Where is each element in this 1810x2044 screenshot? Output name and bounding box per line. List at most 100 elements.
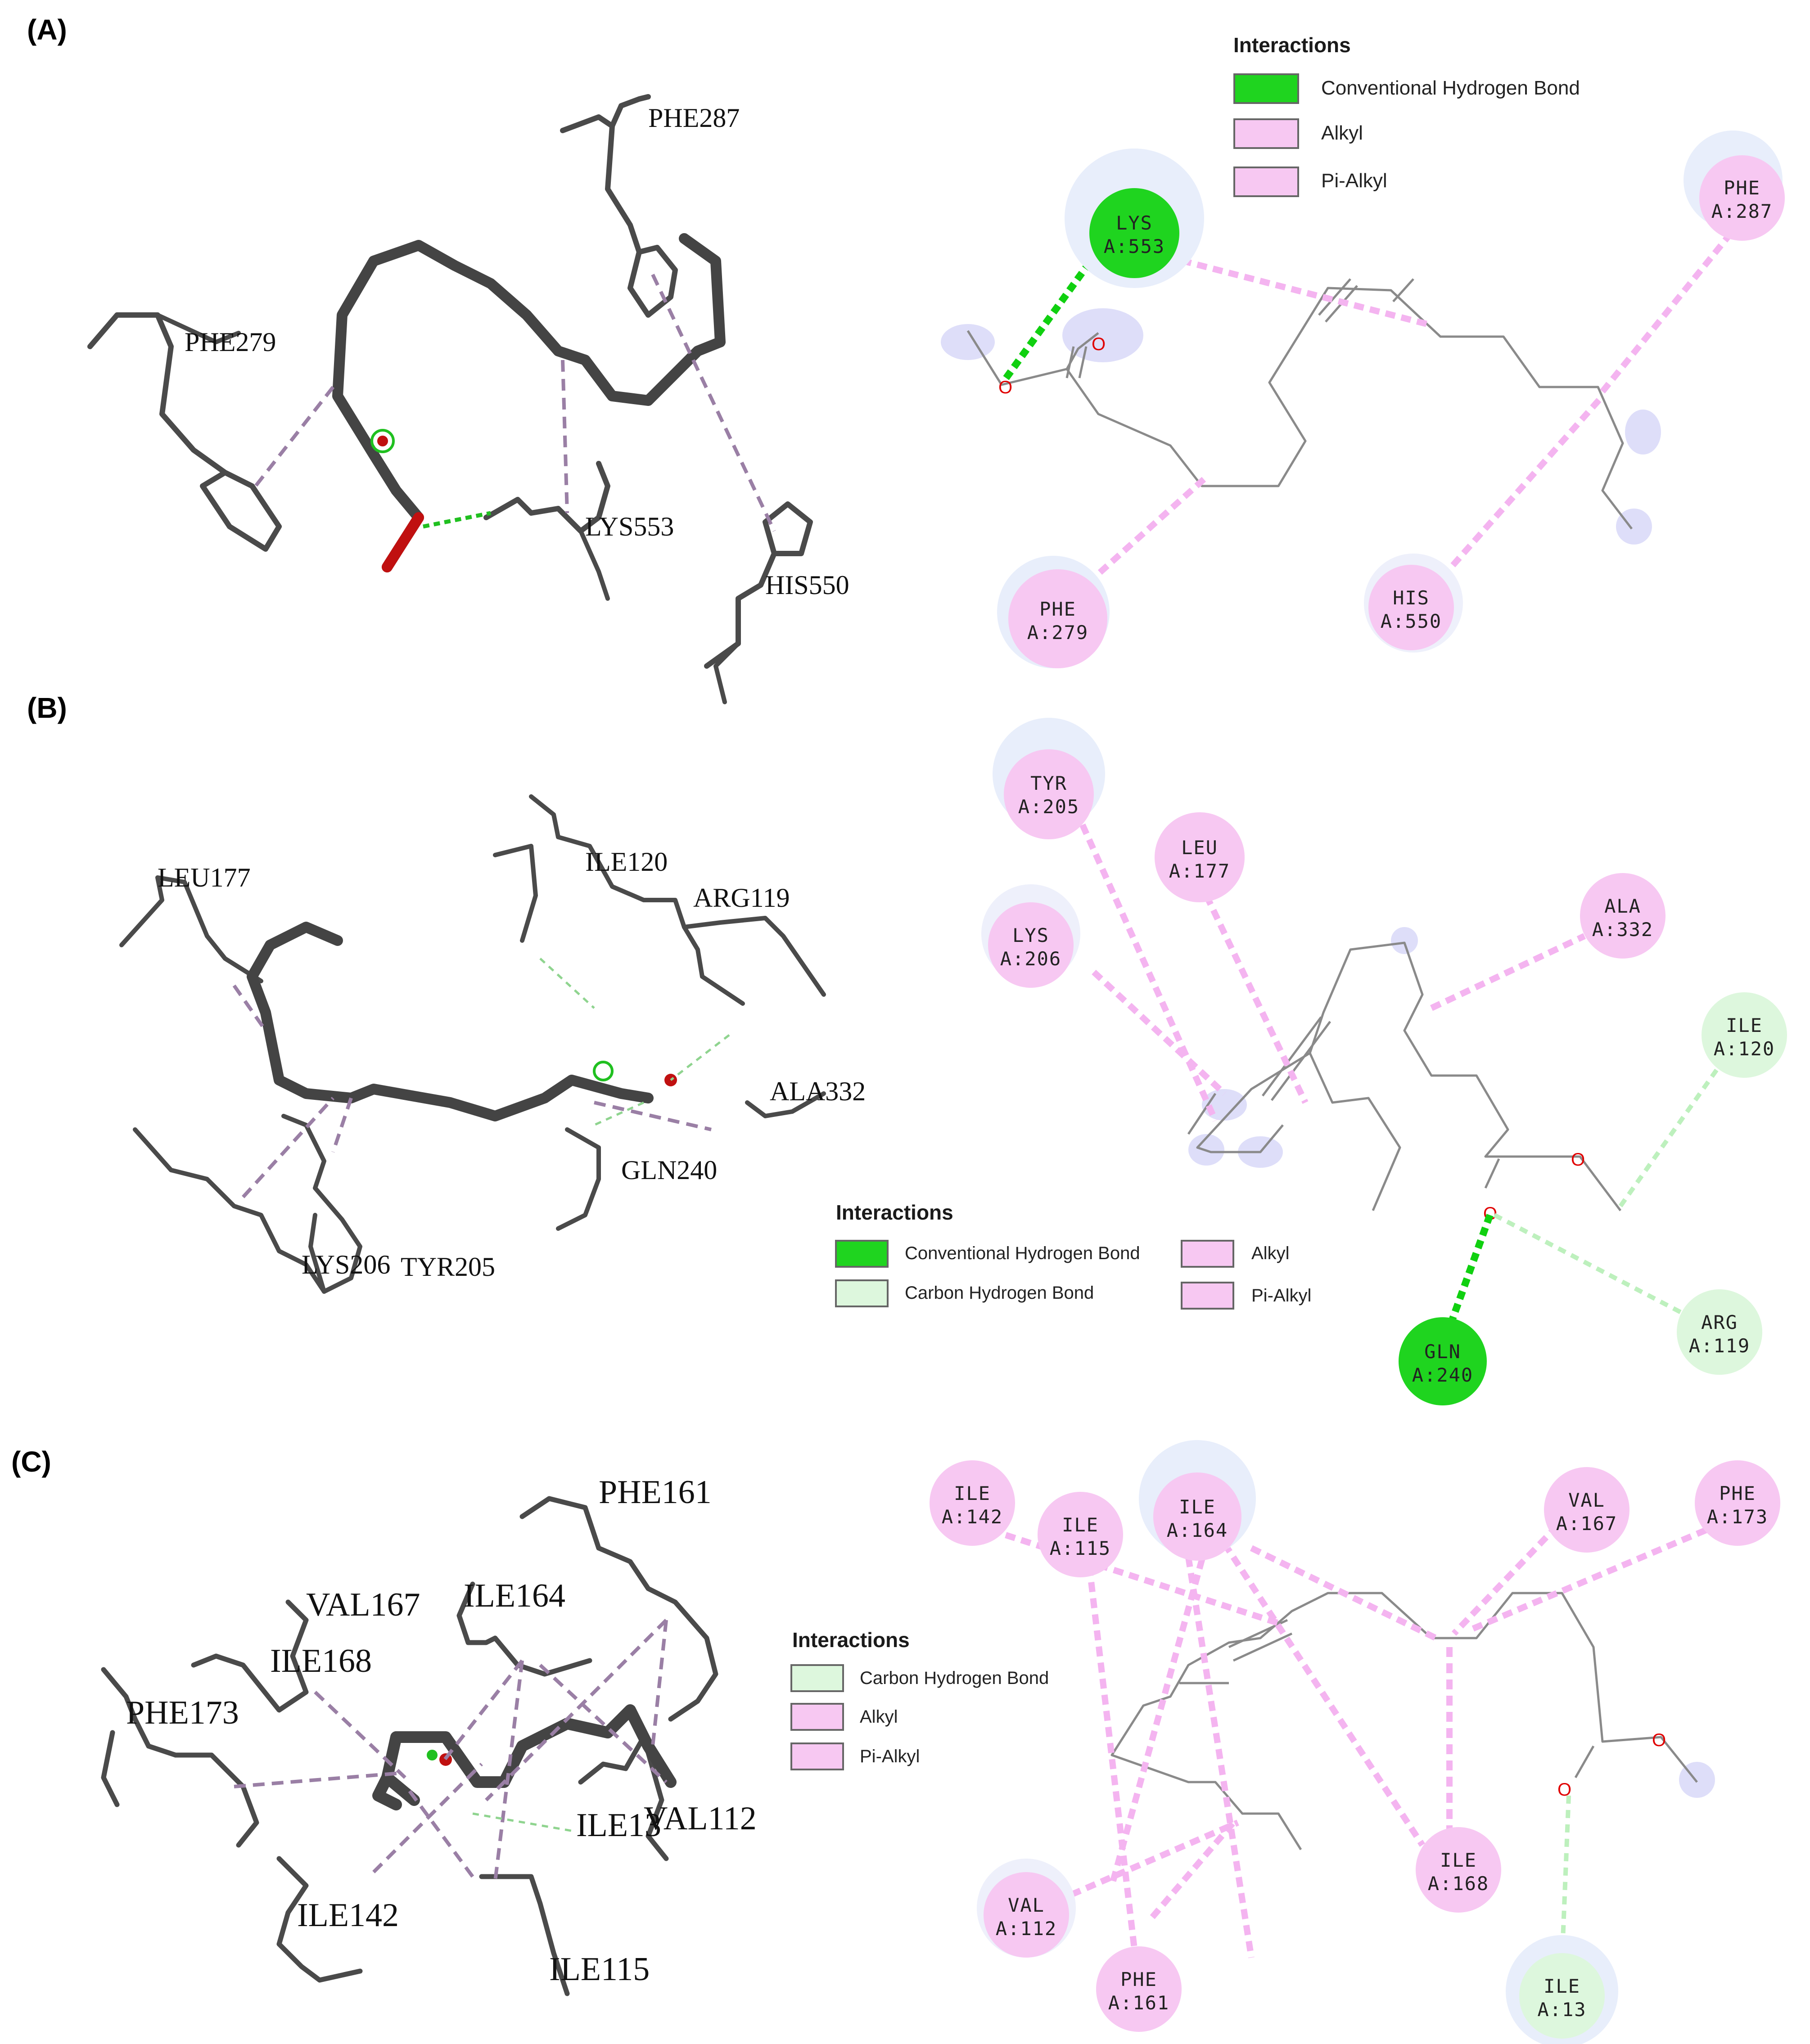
panel-b-2d-diagram: O O TYR A:205 LEU A:177 L (981, 718, 1787, 1405)
svg-text:A:161: A:161 (1108, 1992, 1169, 2014)
svg-text:A:164: A:164 (1167, 1519, 1228, 1541)
svg-text:PHE: PHE (1719, 1482, 1756, 1504)
svg-text:ALA: ALA (1604, 895, 1641, 917)
res3d-c-ile115: ILE115 (549, 1951, 650, 1988)
atom-b-o1: O (1571, 1150, 1585, 1170)
atom-a-o1: O (998, 378, 1012, 397)
res3d-a-phe279: PHE279 (185, 327, 276, 357)
legend-c-title: Interactions (792, 1628, 910, 1652)
node-c-ile13: ILE A:13 (1506, 1935, 1618, 2044)
svg-text:A:112: A:112 (996, 1918, 1057, 1940)
svg-text:A:279: A:279 (1027, 621, 1088, 644)
panel-a-2d-diagram: O O LYS A:553 PHE A:287 (941, 131, 1785, 668)
legend-b: Interactions Conventional Hydrogen Bond … (835, 1201, 1311, 1310)
svg-text:A:13: A:13 (1537, 1999, 1586, 2021)
svg-text:A:115: A:115 (1050, 1537, 1111, 1559)
legend-c-swatch-carbon-hbond (790, 1664, 844, 1692)
res3d-c-ile142: ILE142 (297, 1897, 399, 1934)
svg-text:A:142: A:142 (942, 1506, 1003, 1528)
node-b-ala332: ALA A:332 (1580, 873, 1666, 959)
svg-text:A:287: A:287 (1711, 200, 1773, 222)
legend-c-carbon-hbond: Carbon Hydrogen Bond (860, 1668, 1049, 1688)
node-c-ile168: ILE A:168 (1416, 1827, 1501, 1913)
panel-a-3d-view: PHE287 PHE279 LYS553 HIS550 (87, 94, 849, 704)
res3d-c-ile13: ILE13 (576, 1807, 661, 1844)
res3d-b-gln240: GLN240 (621, 1155, 717, 1185)
legend-c-swatch-alkyl (790, 1703, 844, 1731)
svg-text:ILE: ILE (1544, 1975, 1580, 1997)
legend-a: Interactions Conventional Hydrogen Bond … (1233, 33, 1580, 197)
svg-text:LYS: LYS (1012, 924, 1049, 946)
node-c-ile164: ILE A:164 (1139, 1440, 1256, 1561)
atom-c-o1: O (1652, 1730, 1666, 1750)
node-b-arg119: ARG A:119 (1677, 1289, 1762, 1375)
legend-b-swatch-conv-hbond (835, 1240, 889, 1268)
res3d-b-leu177: LEU177 (158, 863, 251, 892)
res3d-a-his550: HIS550 (765, 570, 849, 600)
node-a-lys553: LYS A:553 (1065, 149, 1204, 288)
res3d-c-val167: VAL167 (306, 1586, 420, 1623)
legend-a-alkyl: Alkyl (1321, 122, 1363, 144)
node-a-phe287: PHE A:287 (1684, 131, 1785, 241)
res3d-c-ile168: ILE168 (270, 1643, 372, 1679)
svg-text:PHE: PHE (1724, 177, 1760, 199)
res3d-c-ile164: ILE164 (464, 1577, 565, 1614)
res3d-c-val112: VAL112 (644, 1800, 757, 1837)
svg-text:A:240: A:240 (1412, 1364, 1473, 1386)
res3d-a-phe287: PHE287 (648, 103, 740, 133)
node-b-lys206: LYS A:206 (981, 884, 1080, 988)
svg-text:A:205: A:205 (1018, 796, 1079, 818)
svg-text:GLN: GLN (1424, 1341, 1461, 1363)
svg-text:A:168: A:168 (1428, 1873, 1489, 1895)
svg-text:A:332: A:332 (1592, 918, 1653, 941)
legend-c: Interactions Carbon Hydrogen Bond Alkyl … (790, 1628, 1049, 1770)
svg-text:PHE: PHE (1039, 598, 1076, 620)
svg-text:LEU: LEU (1181, 837, 1218, 859)
svg-text:A:206: A:206 (1000, 948, 1061, 970)
node-c-val167: VAL A:167 (1544, 1467, 1629, 1553)
node-c-phe161: PHE A:161 (1096, 1946, 1182, 2032)
node-b-leu177: LEU A:177 (1155, 812, 1245, 902)
svg-text:A:120: A:120 (1714, 1038, 1775, 1060)
legend-a-swatch-pi-alkyl (1233, 167, 1299, 197)
res3d-b-arg119: ARG119 (693, 883, 790, 913)
res3d-b-ile120: ILE120 (585, 847, 668, 877)
legend-b-carbon-hbond: Carbon Hydrogen Bond (905, 1283, 1094, 1303)
res3d-b-lys206: LYS206 (302, 1250, 390, 1279)
res3d-b-ala332: ALA332 (770, 1076, 866, 1106)
legend-a-pi-alkyl: Pi-Alkyl (1321, 170, 1387, 192)
svg-text:ILE: ILE (1062, 1514, 1099, 1536)
svg-text:A:119: A:119 (1689, 1335, 1750, 1357)
node-a-his550: HIS A:550 (1364, 554, 1463, 653)
panel-a: (A) PHE287 PHE27 (27, 14, 1785, 704)
svg-text:TYR: TYR (1030, 772, 1067, 794)
svg-text:HIS: HIS (1393, 587, 1430, 609)
legend-c-swatch-pi-alkyl (790, 1742, 844, 1770)
svg-text:ILE: ILE (1179, 1496, 1216, 1518)
svg-text:A:553: A:553 (1104, 235, 1165, 257)
res3d-b-tyr205: TYR205 (401, 1252, 495, 1282)
svg-text:A:173: A:173 (1707, 1506, 1768, 1528)
legend-b-conv-hbond: Conventional Hydrogen Bond (905, 1243, 1140, 1263)
legend-a-swatch-alkyl (1233, 118, 1299, 149)
panel-c-3d-view: PHE161 VAL167 ILE164 ILE168 PHE173 ILE13… (101, 1474, 757, 1996)
svg-text:A:550: A:550 (1381, 610, 1442, 632)
res3d-c-phe173: PHE173 (126, 1694, 239, 1731)
node-c-val112: VAL A:112 (977, 1859, 1076, 1958)
svg-text:ILE: ILE (1726, 1014, 1763, 1036)
legend-b-alkyl: Alkyl (1251, 1243, 1289, 1263)
svg-text:VAL: VAL (1568, 1489, 1605, 1511)
res3d-a-lys553: LYS553 (585, 512, 674, 541)
panel-b-3d-view: LEU177 ILE120 ARG119 ALA332 GLN240 LYS20… (119, 794, 866, 1294)
panel-c-2d-diagram: O O ILE A:142 ILE A:115 (930, 1440, 1780, 2044)
panel-c: (C) PHE161 VAL167 (11, 1440, 1780, 2044)
node-a-phe279: PHE A:279 (997, 556, 1110, 668)
panel-label-a: (A) (27, 14, 67, 46)
panel-label-c: (C) (11, 1445, 51, 1478)
svg-text:LYS: LYS (1116, 212, 1153, 234)
node-b-ile120: ILE A:120 (1702, 992, 1787, 1078)
node-c-ile115: ILE A:115 (1038, 1492, 1123, 1577)
node-c-phe173: PHE A:173 (1695, 1460, 1780, 1546)
node-c-ile142: ILE A:142 (930, 1460, 1015, 1546)
